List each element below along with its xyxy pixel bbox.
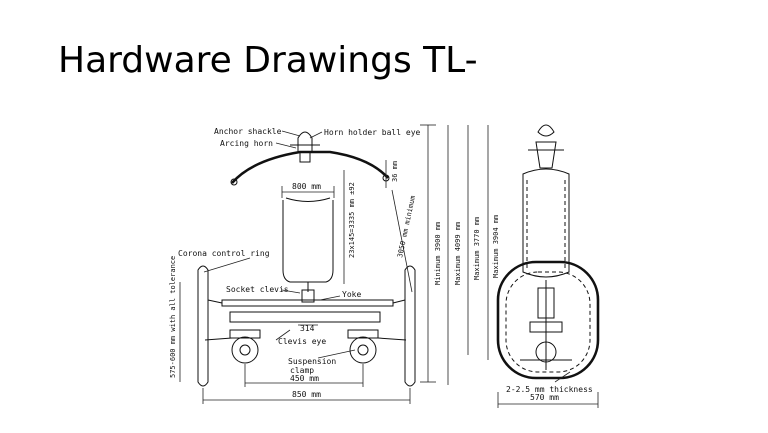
clevis-eye-label: Clevis eye xyxy=(278,337,326,346)
small-gap-dim: 314 xyxy=(300,324,315,333)
min-3900-dim: Minimum 3900 mm xyxy=(434,222,442,285)
side-corona-ring xyxy=(496,260,600,380)
socket-clevis-label: Socket clevis xyxy=(226,285,289,294)
clamp-label: clamp xyxy=(290,366,314,375)
horn-holder-ball-eye-label: Horn holder ball eye xyxy=(324,128,421,137)
max-3904-dim: Maximum 3904 mm xyxy=(492,215,500,278)
anchor-shackle xyxy=(297,131,313,152)
insulator-length-dim: 23x145=3335 mm ±92 xyxy=(348,182,356,258)
max-3770-dim: Maximum 3770 mm xyxy=(473,217,481,280)
top-height-dim: 36 mm xyxy=(391,161,399,182)
arcing-horn-label: Arcing horn xyxy=(220,139,273,148)
suspension-label: Suspension xyxy=(288,357,336,366)
corona-ring-left xyxy=(197,265,209,387)
arcing-horn xyxy=(231,150,389,184)
suspension-clamp-left xyxy=(229,329,261,364)
top-width-dim: 800 mm xyxy=(292,182,321,191)
slide-title: Hardware Drawings TL- xyxy=(58,40,478,81)
yoke-label: Yoke xyxy=(342,290,361,299)
bottom-spacing-dim: 450 mm xyxy=(290,374,319,383)
side-view: 2-2.5 mm thickness 570 mm xyxy=(496,124,600,408)
thickness-label: 2-2.5 mm thickness xyxy=(506,385,593,394)
ring-height-dim: 575-600 mm with all tolerance xyxy=(169,256,177,378)
insulator-string xyxy=(282,200,334,283)
overall-width-dim: 850 mm xyxy=(292,390,321,399)
suspension-clamp-right xyxy=(347,329,379,364)
front-view: Anchor shackle Arcing horn Horn holder b… xyxy=(169,124,500,404)
side-insulator xyxy=(522,168,570,278)
yoke xyxy=(221,299,394,307)
anchor-shackle-label: Anchor shackle xyxy=(214,127,282,136)
max-4099-dim: Maximum 4099 mm xyxy=(454,222,462,285)
side-width-dim: 570 mm xyxy=(530,393,559,402)
corona-ring-right xyxy=(404,265,416,387)
corona-control-ring-label: Corona control ring xyxy=(178,249,270,258)
